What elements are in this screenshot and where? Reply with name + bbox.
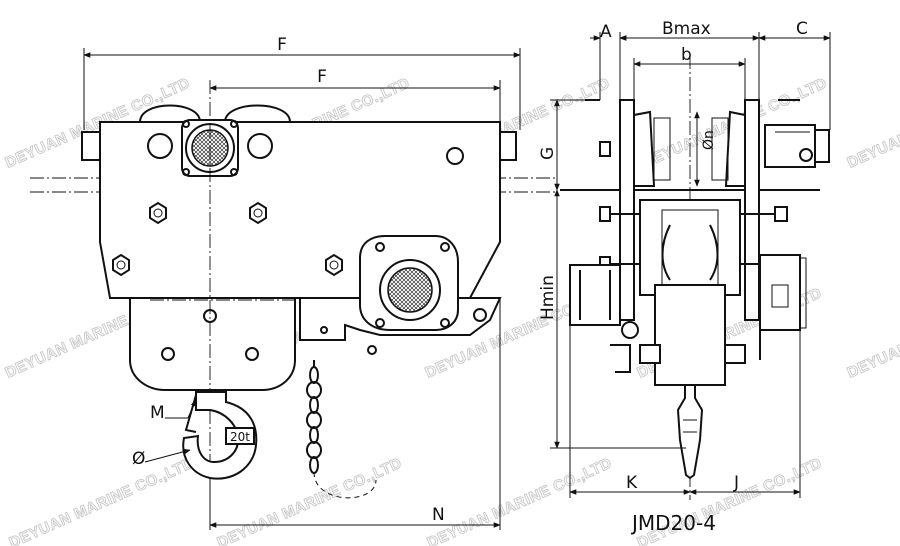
dimension-label-k: K <box>626 473 638 493</box>
dimension-label-j: J <box>733 473 739 493</box>
watermark: DEYUAN MARINE CO.,LTD <box>845 75 900 172</box>
dimension-label-hmin: Hmin <box>538 275 558 320</box>
dimension-label-c: C <box>796 19 808 39</box>
hook-capacity-label: 20t <box>230 430 250 444</box>
dimension-label-g: G <box>538 147 558 160</box>
front-travel-motor-icon <box>764 124 830 168</box>
dimension-label-bmax: Bmax <box>662 19 711 39</box>
hook-icon: 20t <box>182 391 258 480</box>
side-view: 20t F F M Ø N <box>30 35 555 530</box>
dimension-label-b: b <box>681 45 692 65</box>
dimension-label-n: N <box>432 505 445 525</box>
dimension-label-phi: Ø <box>132 449 145 469</box>
dimension-label-m: M <box>150 403 165 423</box>
watermark: DEYUAN MARINE CO.,LTD <box>845 285 900 382</box>
dimension-label-f-inner: F <box>317 67 327 87</box>
bolt-icon <box>112 201 343 277</box>
watermark: DEYUAN MARINE CO.,LTD <box>7 455 197 546</box>
chain-icon <box>306 360 377 499</box>
watermark: DEYUAN MARINE CO.,LTD <box>425 455 615 546</box>
model-caption: JMD20-4 <box>630 511 716 535</box>
dimension-label-a: A <box>600 22 612 42</box>
front-view: A Bmax C b Øn G Hmin K J <box>538 19 831 535</box>
front-hook-icon <box>676 384 704 480</box>
dimension-label-f-outer: F <box>277 35 287 55</box>
dimension-label-phi-n: Øn <box>701 130 717 150</box>
hoist-motor-icon <box>359 235 459 331</box>
